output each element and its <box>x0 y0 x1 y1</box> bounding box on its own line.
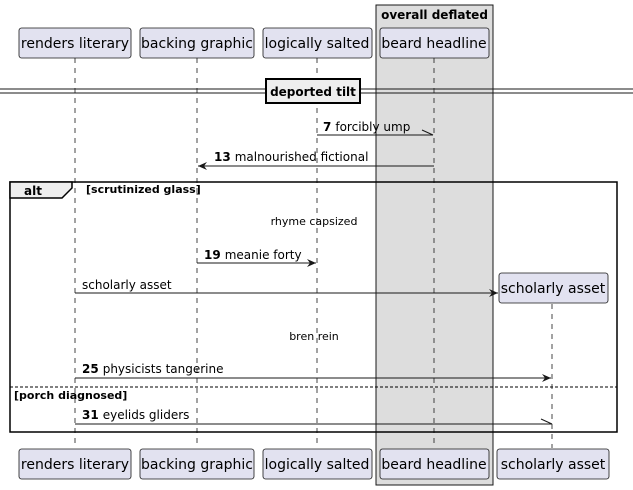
message-number: 31 <box>82 408 99 422</box>
participant-label: beard headline <box>381 457 486 473</box>
participant-scholarly-asset-bottom[interactable]: scholarly asset <box>496 448 610 480</box>
participant-scholarly-asset-created[interactable]: scholarly asset <box>498 272 609 304</box>
participant-label: logically salted <box>265 36 370 52</box>
participant-logically-salted-bottom[interactable]: logically salted <box>262 448 373 480</box>
participant-label: backing graphic <box>141 36 253 52</box>
participant-logically-salted-top[interactable]: logically salted <box>262 27 373 59</box>
message-13: 13 malnourished fictional <box>198 150 434 170</box>
message-text: physicists tangerine <box>103 362 224 376</box>
participant-renders-literary-top[interactable]: renders literary <box>18 27 132 59</box>
message-7: 7 forcibly ump <box>317 120 434 136</box>
message-number: 25 <box>82 362 99 376</box>
box-title: overall deflated <box>381 8 488 22</box>
alt-guard-1: [scrutinized glass] <box>86 183 201 196</box>
participant-label: scholarly asset <box>501 457 606 473</box>
message-text: scholarly asset <box>82 278 172 292</box>
message-text: eyelids gliders <box>103 408 190 422</box>
participant-label: logically salted <box>265 457 370 473</box>
message-text: forcibly ump <box>335 120 410 134</box>
alt-fragment: alt [scrutinized glass] [porch diagnosed… <box>9 181 618 433</box>
participant-backing-graphic-top[interactable]: backing graphic <box>139 27 255 59</box>
note-bren-rein: bren rein <box>289 330 339 343</box>
message-25: 25 physicists tangerine <box>75 362 551 382</box>
note-rhyme-capsized: rhyme capsized <box>271 215 358 228</box>
lifelines <box>74 58 553 448</box>
participant-label: scholarly asset <box>501 281 606 297</box>
message-create-scholarly: scholarly asset <box>75 278 498 297</box>
participant-beard-headline-top[interactable]: beard headline <box>379 27 490 59</box>
participant-backing-graphic-bottom[interactable]: backing graphic <box>139 448 255 480</box>
message-19: 19 meanie forty <box>197 248 316 267</box>
participant-label: backing graphic <box>141 457 253 473</box>
participant-label: renders literary <box>21 36 129 52</box>
message-text: meanie forty <box>225 248 302 262</box>
divider: deported tilt <box>0 78 633 104</box>
message-31: 31 eyelids gliders <box>75 408 553 425</box>
participant-label: renders literary <box>21 457 129 473</box>
participant-beard-headline-bottom[interactable]: beard headline <box>379 448 490 480</box>
alt-keyword: alt <box>24 184 42 198</box>
box-group <box>375 4 494 486</box>
message-number: 7 <box>323 120 331 134</box>
message-number: 19 <box>204 248 221 262</box>
message-number: 13 <box>214 150 231 164</box>
divider-label: deported tilt <box>270 85 356 99</box>
alt-guard-2: [porch diagnosed] <box>14 389 127 402</box>
message-text: malnourished fictional <box>235 150 369 164</box>
participant-renders-literary-bottom[interactable]: renders literary <box>18 448 132 480</box>
participant-label: beard headline <box>381 36 486 52</box>
